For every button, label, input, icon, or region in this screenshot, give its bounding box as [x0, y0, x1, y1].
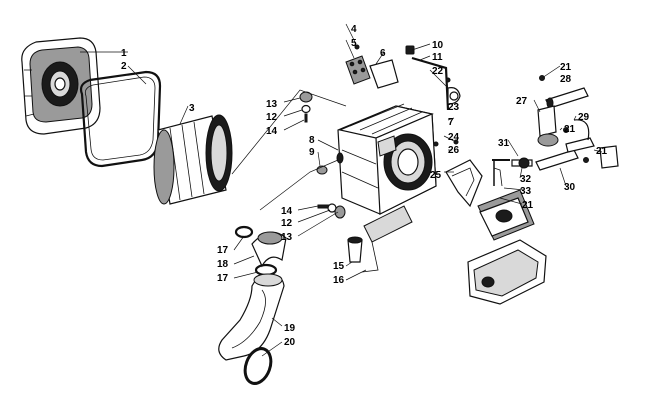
part-top-bracket	[345, 44, 399, 89]
callout-label: 25	[430, 170, 442, 181]
callout-label: 31	[498, 138, 510, 149]
leader-lines	[80, 23, 603, 357]
callout-label: 28	[560, 74, 572, 85]
callout-label: 1	[121, 48, 127, 59]
callout-label: 3	[189, 103, 195, 114]
part-air-filter	[153, 114, 233, 205]
part-duct-seal	[243, 347, 273, 385]
part-upper-hardware	[299, 91, 313, 123]
part-throttle-body	[467, 167, 547, 305]
callout-label: 22	[432, 66, 444, 77]
callout-labels: 1 2 3 4 5 6 7 8 9 10 11 12 12 13 13 14 1…	[121, 24, 608, 348]
callout-label: 21	[560, 62, 572, 73]
callout-label: 19	[284, 323, 296, 334]
part-lower-bracket	[347, 205, 413, 273]
callout-label: 24	[448, 132, 460, 143]
callout-label: 17	[217, 273, 229, 284]
callout-label: 12	[281, 218, 293, 229]
callout-label: 11	[432, 52, 443, 63]
callout-label: 20	[284, 337, 296, 348]
part-hose-fittings	[492, 149, 579, 186]
part-breather-hoses	[537, 75, 619, 169]
callout-label: 8	[309, 135, 315, 146]
callout-label: 10	[432, 40, 444, 51]
callout-label: 16	[333, 275, 345, 286]
callout-label: 13	[281, 232, 293, 243]
callout-label: 5	[351, 38, 357, 49]
callout-label: 6	[380, 48, 386, 59]
callout-label: 12	[266, 112, 278, 123]
callout-label: 4	[351, 24, 357, 35]
callout-label: 30	[564, 182, 576, 193]
part-intake-elbow	[234, 225, 287, 277]
part-air-box-housing	[337, 103, 439, 215]
part-support-rod	[405, 45, 461, 111]
callout-label: 15	[333, 261, 345, 272]
callout-label: 21	[522, 200, 534, 211]
callout-label: 27	[516, 96, 528, 107]
part-air-box-cover	[21, 37, 101, 135]
callout-label: 33	[520, 186, 532, 197]
callout-label: 29	[578, 112, 590, 123]
callout-label: 14	[266, 126, 278, 137]
callout-label: 26	[448, 145, 460, 156]
callout-label: 21	[596, 146, 608, 157]
callout-label: 17	[217, 245, 229, 256]
callout-label: 32	[520, 174, 532, 185]
callout-label: 2	[121, 61, 127, 72]
callout-label: 7	[448, 117, 454, 128]
callout-label: 13	[266, 99, 278, 110]
callout-label: 9	[309, 147, 315, 158]
part-intake-duct	[218, 273, 285, 361]
callout-label: 18	[217, 259, 229, 270]
callout-label: 14	[281, 206, 293, 217]
callout-label: 21	[564, 124, 576, 135]
callout-label: 23	[448, 102, 460, 113]
